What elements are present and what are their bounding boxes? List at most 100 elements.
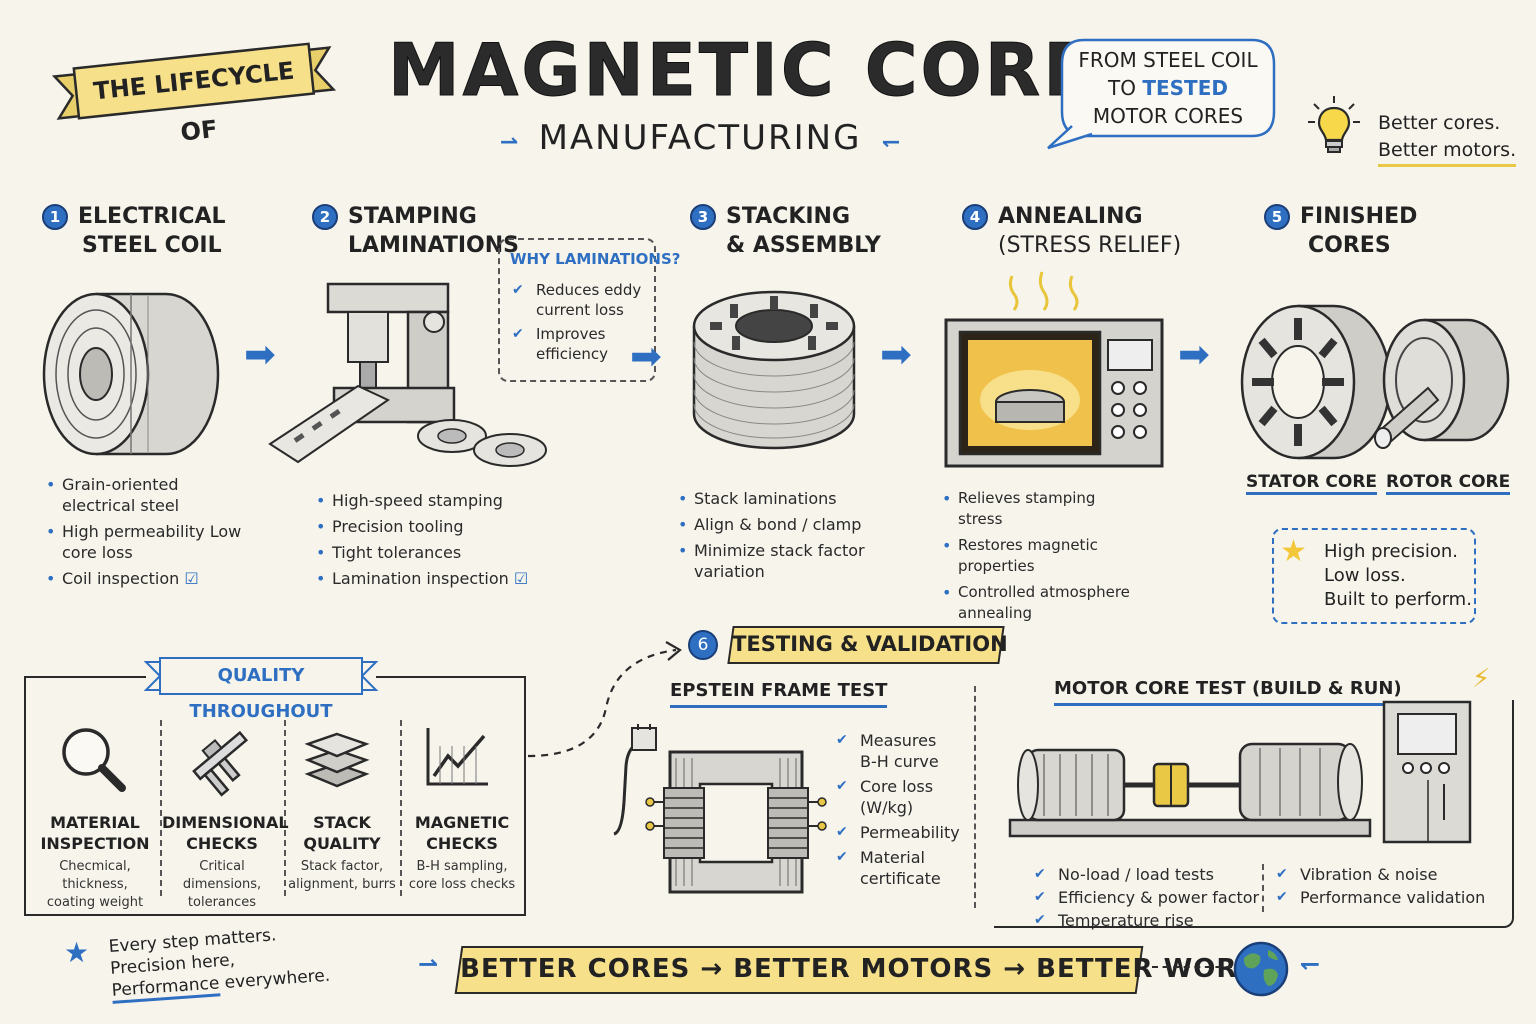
stator-core-label: STATOR CORE (1246, 472, 1378, 495)
step-5-title-line-2: CORES (1308, 233, 1391, 258)
why-laminations-title: WHY LAMINATIONS? (510, 250, 681, 268)
epstein-title: EPSTEIN FRAME TEST (670, 680, 888, 708)
quality-item-1-label-2: INSPECTION (40, 834, 150, 853)
stack-layers-icon (304, 726, 370, 792)
testing-title: TESTING & VALIDATION (732, 632, 1008, 656)
star-icon: ★ (1280, 534, 1307, 569)
step-2-title-line-1: STAMPING (348, 204, 477, 229)
step-3-title-line-2: & ASSEMBLY (726, 233, 881, 258)
testing-title-banner: TESTING & VALIDATION (727, 626, 1008, 664)
step-1-title-line-1: ELECTRICAL (78, 204, 226, 229)
tagline-line-2: Better motors. (1378, 137, 1517, 167)
quality-title-ribbon: QUALITY THROUGHOUT (143, 656, 379, 722)
checkbox-icon: ☑ (513, 569, 529, 588)
divider (284, 720, 286, 896)
epstein-item-2: Core loss (W/kg) (836, 776, 956, 818)
dashed-connector-arrow (526, 638, 686, 762)
quality-item-1-sub-2: coating weight (46, 895, 144, 910)
step-1-bullet-2: High permeability Low core loss (44, 521, 244, 563)
step-1-bullet-3: Coil inspection ☑ (44, 568, 244, 589)
quality-item-4-sub-1: B-H sampling, (416, 859, 508, 874)
epstein-checklist: Measures B-H curve Core loss (W/kg) Perm… (836, 730, 960, 893)
quality-item-1-label-1: MATERIAL (50, 813, 140, 832)
slogan-banner: BETTER CORES → BETTER MOTORS → BETTER WO… (454, 946, 1278, 994)
step-4-title-line-1: ANNEALING (998, 204, 1143, 229)
lifecycle-banner: THE LIFECYCLE OF (51, 38, 337, 147)
step-6-number: 6 (688, 630, 718, 660)
stator-core-label-text: STATOR CORE (1246, 472, 1378, 495)
quality-item-1-sub-1: Checmical, thickness, (59, 859, 131, 892)
motor-item-4: Vibration & noise (1276, 864, 1496, 885)
step-1-number: 1 (42, 204, 68, 230)
step-5-title-line-1: FINISHED (1300, 204, 1418, 229)
quality-item-4-label-2: CHECKS (426, 834, 498, 853)
arrow-right-icon: ➡ (1178, 332, 1210, 376)
motor-test-checklist-right: Vibration & noise Performance validation (1276, 864, 1496, 910)
step-4-bullet-2: Restores magnetic properties (940, 535, 1140, 577)
divider (400, 720, 402, 896)
quality-item-material: MATERIAL INSPECTION Checmical, thickness… (30, 812, 160, 912)
bubble-line-1: FROM STEEL COIL (1078, 48, 1258, 72)
motor-item-5: Performance validation (1276, 887, 1496, 908)
speech-bubble: FROM STEEL COIL TO TESTED MOTOR CORES (1042, 34, 1294, 152)
quality-item-4-label-1: MAGNETIC (414, 813, 510, 832)
steel-coil-icon (36, 280, 220, 460)
arrow-right-icon: ➡ (630, 334, 662, 378)
subtitle-row: ⇀ MANUFACTURING ↽ (490, 118, 910, 158)
bubble-line-2-emphasis: TESTED (1142, 76, 1228, 100)
divider (974, 686, 976, 908)
rotor-core-label-text: ROTOR CORE (1386, 472, 1511, 495)
step-3-bullet-2: Align & bond / clamp (676, 514, 876, 535)
right-dash-decoration: ↽ (866, 130, 901, 155)
footer-note-emphasis: Performance (111, 973, 221, 1004)
speech-bubble-shape (1047, 38, 1276, 150)
quality-item-2-sub-2: tolerances (187, 895, 257, 910)
step-6-heading: 6 (688, 630, 728, 660)
step-3-bullet-1: Stack laminations (676, 488, 876, 509)
left-dash-decoration: ⇀ (418, 950, 439, 978)
slogan-text: BETTER CORES → BETTER MOTORS → BETTER WO… (460, 954, 1278, 984)
quality-ribbon-shape (143, 657, 379, 695)
epstein-item-3: Permeability (836, 822, 960, 843)
quality-item-3-label-1: STACK (313, 813, 371, 832)
motor-item-3: Temperature rise (1034, 910, 1274, 931)
step-3-title-line-1: STACKING (726, 204, 851, 229)
step-4-bullets: Relieves stamping stress Restores magnet… (940, 488, 1140, 629)
step-4-bullet-1: Relieves stamping stress (940, 488, 1140, 530)
quality-title: QUALITY THROUGHOUT (189, 665, 333, 722)
motor-item-1: No-load / load tests (1034, 864, 1274, 885)
why-item-1: Reduces eddy current loss (512, 280, 652, 320)
divider (1262, 864, 1264, 912)
quality-item-stack: STACK QUALITY Stack factor, alignment, b… (286, 812, 398, 894)
tagline: Better cores. Better motors. (1378, 110, 1517, 167)
step-2-bullet-1: High-speed stamping (314, 490, 544, 511)
step-1-bullet-3-text: Coil inspection (62, 569, 180, 588)
divider (160, 720, 162, 896)
step-1-bullet-1: Grain-oriented electrical steel (44, 474, 244, 516)
stamping-press-icon (268, 276, 558, 467)
stacked-core-icon (690, 286, 860, 456)
step-5-heading: 5 FINISHED CORES (1264, 202, 1417, 260)
motor-test-bench-icon (1004, 700, 1484, 848)
arrow-right-icon: ➡ (880, 332, 912, 376)
step-1-bullets: Grain-oriented electrical steel High per… (44, 474, 244, 594)
bh-curve-icon (422, 726, 490, 790)
tagline-line-1: Better cores. (1378, 112, 1501, 134)
precision-line-2: Low loss. (1324, 565, 1406, 586)
step-2-bullet-4-text: Lamination inspection (332, 569, 509, 588)
step-5-number: 5 (1264, 204, 1290, 230)
step-2-bullet-2: Precision tooling (314, 516, 544, 537)
arrow-right-icon: ➡ (244, 332, 276, 376)
globe-icon (1232, 940, 1290, 998)
step-2-bullets: High-speed stamping Precision tooling Ti… (314, 490, 544, 594)
precision-line-1: High precision. (1324, 541, 1459, 562)
motor-test-title: MOTOR CORE TEST (BUILD & RUN) (1054, 678, 1402, 706)
bubble-line-3: MOTOR CORES (1092, 104, 1244, 128)
epstein-item-1: Measures B-H curve (836, 730, 956, 772)
quality-item-3-sub-2: alignment, burrs (288, 877, 396, 892)
dashed-line (1152, 966, 1232, 968)
